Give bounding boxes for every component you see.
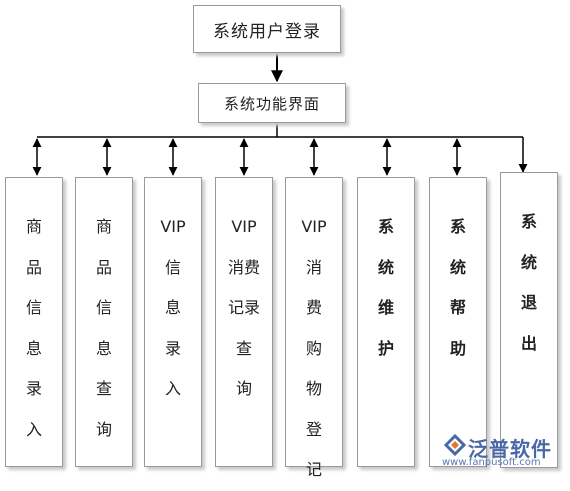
function-interface-label: 系统功能界面	[223, 94, 320, 113]
watermark-url: www.fanpusoft.com	[442, 457, 541, 468]
module-system-help: 系 统 帮 助	[429, 177, 487, 467]
module-label: 系 统 帮 助	[449, 217, 466, 358]
module-product-entry: 商 品 信 息 录 入	[5, 177, 63, 467]
module-vip-entry: VIP 信 息 录 入	[144, 177, 202, 467]
watermark: 泛普软件 www.fanpusoft.com	[440, 431, 565, 475]
module-system-exit: 系 统 退 出	[500, 172, 558, 468]
module-vip-record-query: VIP 消费 记录 查 询	[215, 177, 273, 467]
module-vip-purchase-register: VIP 消 费 购 物 登 记	[285, 177, 343, 479]
module-label: 系 统 退 出	[520, 212, 537, 353]
module-label: VIP 消 费 购 物 登 记	[301, 217, 327, 479]
module-system-maintenance: 系 统 维 护	[357, 177, 415, 467]
connector-lines	[32, 53, 528, 176]
module-label: VIP 信 息 录 入	[160, 217, 186, 398]
brand-logo-icon	[443, 433, 467, 457]
module-label: 商 品 信 息 录 入	[25, 217, 42, 439]
watermark-brand: 泛普软件	[468, 437, 552, 461]
module-label: VIP 消费 记录 查 询	[227, 217, 260, 398]
function-interface-node: 系统功能界面	[198, 83, 346, 123]
module-label: 系 统 维 护	[377, 217, 394, 358]
module-label: 商 品 信 息 查 询	[95, 217, 112, 439]
user-login-node: 系统用户登录	[193, 5, 341, 53]
user-login-label: 系统用户登录	[213, 21, 321, 42]
module-product-query: 商 品 信 息 查 询	[75, 177, 133, 467]
